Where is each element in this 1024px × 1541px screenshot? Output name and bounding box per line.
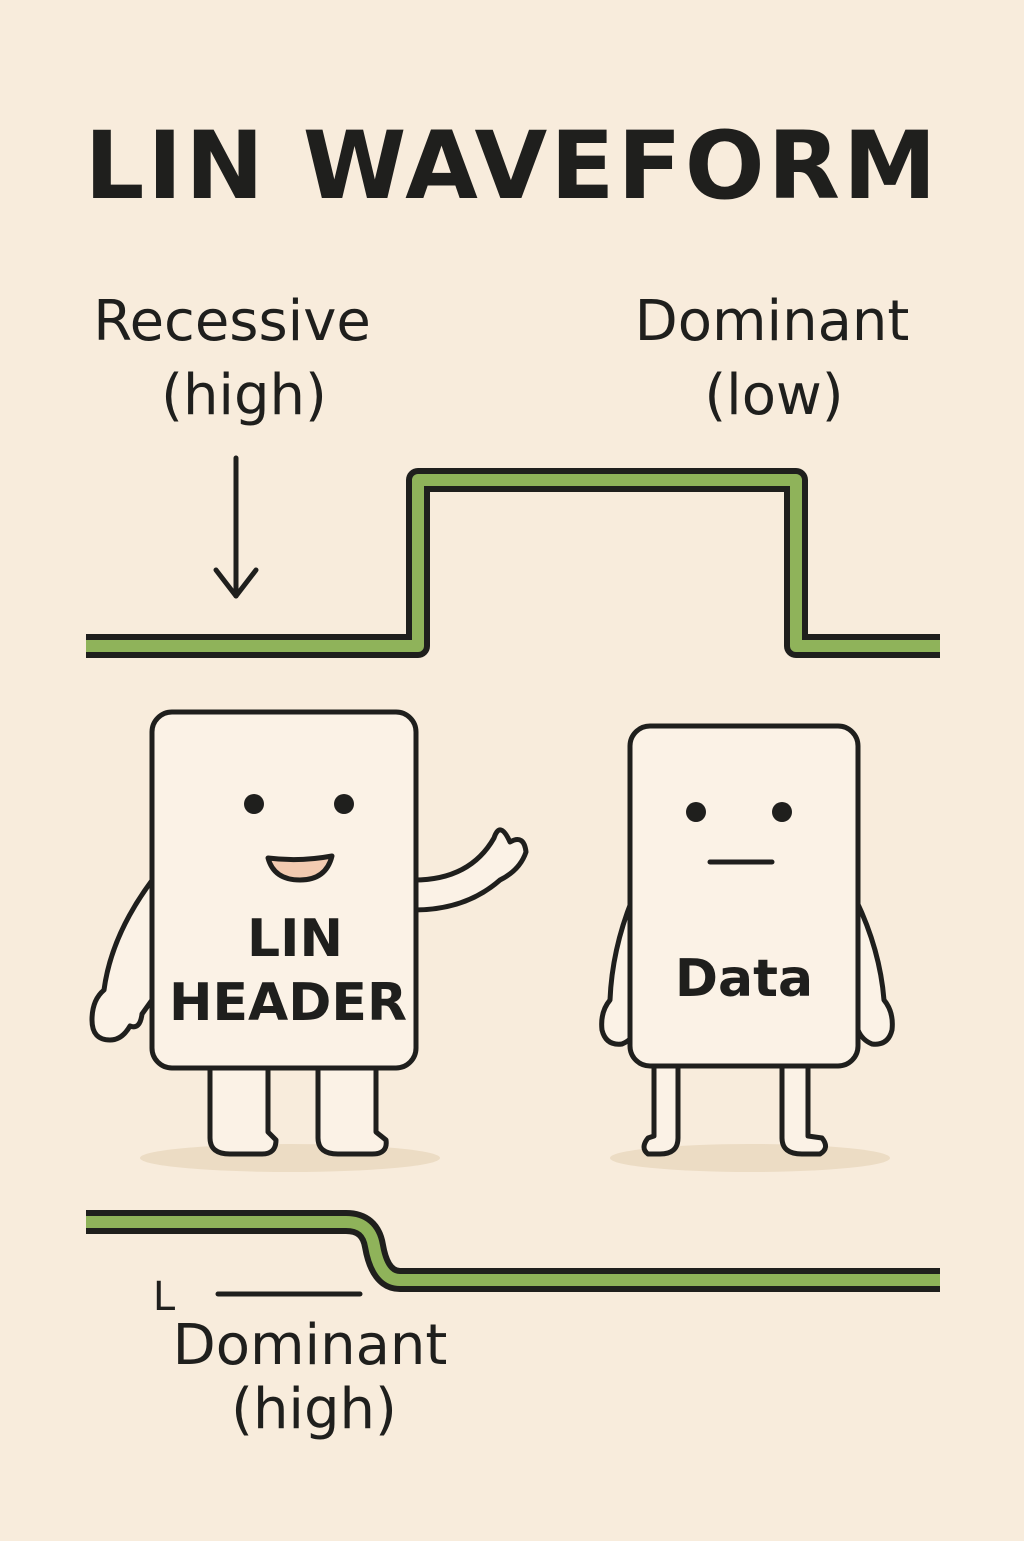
header-mascot-text-line-2: HEADER (169, 973, 407, 1033)
page-title: LIN WAVEFORM (84, 112, 939, 221)
mascot-header-icon: LIN HEADER (89, 709, 529, 1172)
bottom-label-line-2: (high) (231, 1377, 397, 1442)
mascot-data-icon: Data (599, 723, 895, 1172)
dominant-low-label-line-2: (low) (704, 363, 843, 428)
bottom-marker-text: L (153, 1274, 176, 1320)
recessive-label: Recessive (high) (93, 289, 371, 428)
recessive-label-line-2: (high) (161, 363, 327, 428)
top-waveform (86, 468, 940, 658)
header-mascot-text-line-1: LIN (247, 909, 343, 969)
bottom-waveform (86, 1210, 940, 1292)
recessive-label-line-1: Recessive (93, 289, 371, 354)
data-mascot-text: Data (675, 949, 813, 1009)
bottom-label-line-1: Dominant (173, 1313, 448, 1378)
dominant-low-label: Dominant (low) (635, 289, 910, 428)
dominant-low-label-line-1: Dominant (635, 289, 910, 354)
down-arrow-icon (213, 455, 259, 599)
bottom-dominant-label: L Dominant (high) (153, 1274, 448, 1442)
